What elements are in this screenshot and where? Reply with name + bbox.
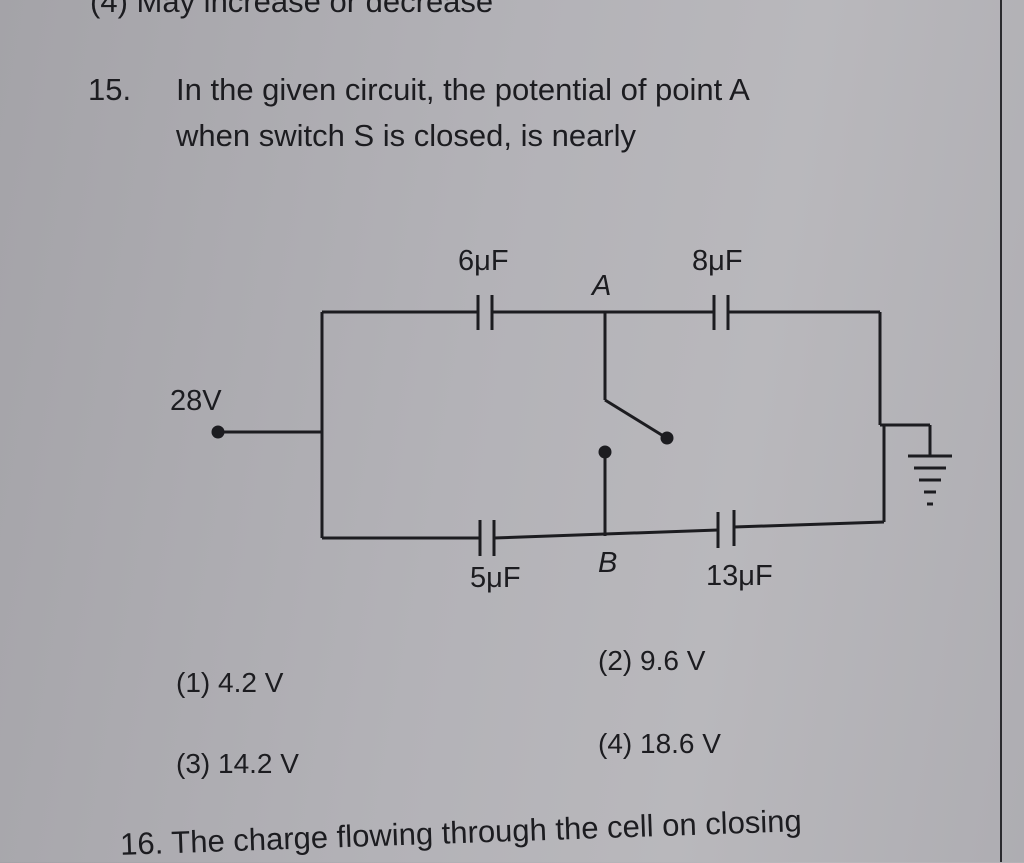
capacitor-13uf bbox=[716, 510, 736, 548]
label-13uf: 13μF bbox=[706, 560, 773, 592]
option-4: (4) 18.6 V bbox=[598, 728, 721, 759]
option-2: (2) 9.6 V bbox=[598, 645, 706, 676]
switch-contact-dot bbox=[660, 431, 674, 445]
label-28v: 28V bbox=[170, 385, 222, 417]
option-1: (1) 4.2 V bbox=[176, 667, 284, 698]
capacitor-6uf bbox=[476, 295, 494, 330]
question-line-1: In the given circuit, the potential of p… bbox=[176, 72, 750, 107]
label-node-b: B bbox=[598, 547, 618, 579]
ground-icon bbox=[908, 454, 952, 506]
wires bbox=[220, 310, 932, 540]
label-node-a: A bbox=[592, 270, 612, 302]
terminal-dot bbox=[211, 425, 225, 439]
capacitor-8uf bbox=[712, 295, 730, 330]
question-line-2: when switch S is closed, is nearly bbox=[176, 118, 637, 153]
question-number: 15. bbox=[88, 72, 132, 107]
label-6uf: 6μF bbox=[458, 245, 509, 277]
capacitor-5uf bbox=[478, 520, 496, 556]
label-5uf: 5μF bbox=[470, 562, 521, 594]
switch-contact-dot bbox=[598, 445, 612, 459]
margin-line bbox=[1000, 0, 1002, 862]
label-8uf: 8μF bbox=[692, 245, 743, 277]
previous-option-text: (4) May increase or decrease bbox=[90, 0, 494, 19]
option-3: (3) 14.2 V bbox=[176, 748, 299, 779]
